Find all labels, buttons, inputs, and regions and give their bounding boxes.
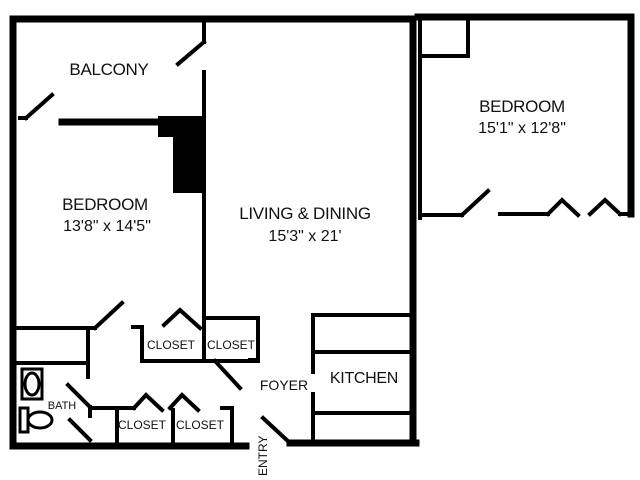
room-label-bedroom-1: BEDROOM: [62, 195, 148, 214]
entry-label: ENTRY: [256, 435, 270, 476]
room-label-bedroom-2: BEDROOM: [479, 97, 565, 116]
room-dimensions-bedroom-1: 13'8" x 14'5": [63, 218, 151, 235]
closet-label-2: CLOSET: [206, 338, 256, 352]
room-label-bath: BATH: [47, 400, 77, 412]
closet-label-3: CLOSET: [117, 418, 167, 432]
closet-label-4: CLOSET: [175, 418, 225, 432]
exterior-walls: [9, 13, 635, 450]
room-label-foyer: FOYER: [259, 377, 309, 393]
room-dimensions-bedroom-2: 15'1" x 12'8": [478, 120, 566, 137]
room-label-living-dining: LIVING & DINING: [239, 204, 371, 223]
room-dimensions-living-dining: 15'3" x 21': [268, 228, 342, 245]
room-label-balcony: BALCONY: [69, 60, 149, 79]
closet-label-1: CLOSET: [146, 338, 196, 352]
interior-walls: [13, 17, 633, 446]
room-label-kitchen: KITCHEN: [329, 370, 399, 387]
